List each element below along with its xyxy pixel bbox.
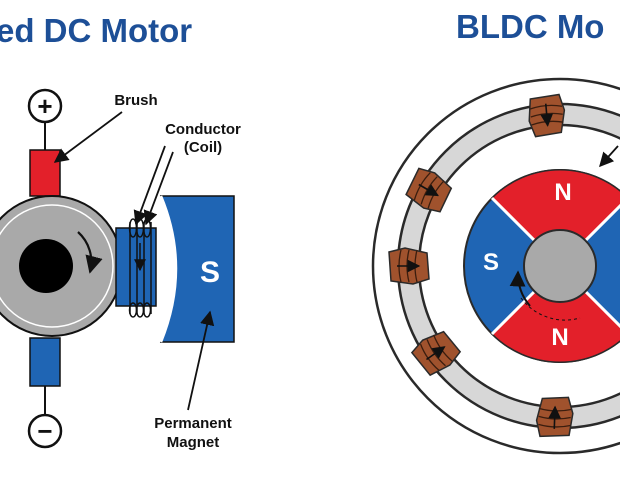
stator-coils — [388, 93, 574, 438]
stator-coil — [528, 93, 566, 138]
permanent-magnet — [159, 195, 235, 343]
positive-sign: + — [37, 91, 52, 121]
negative-terminal: − — [27, 386, 63, 449]
magnet-pointer-arrow — [187, 310, 215, 411]
rotor-shaft — [523, 229, 597, 303]
brush-pointer-arrow — [53, 111, 123, 163]
permanent-label: Permanent — [154, 415, 232, 432]
stator-coil — [388, 247, 430, 285]
rotor-pole-top: N — [554, 179, 571, 206]
conductor-pointer-arrow-2 — [143, 151, 174, 226]
rotor-pole-bottom: N — [551, 324, 568, 351]
bldc-motor: N S N — [371, 77, 620, 455]
rotor-rotation-arrow-icon — [509, 270, 531, 307]
coil-core — [115, 227, 157, 307]
top-brush — [29, 149, 61, 197]
stator-coil — [405, 167, 453, 213]
magnet-pole-label: S — [200, 256, 220, 289]
conductor-label: Conductor — [165, 121, 241, 138]
brushed-dc-motor: + − — [0, 88, 241, 451]
negative-sign: − — [37, 416, 52, 446]
bldc-motor-title: BLDC Mo — [456, 8, 604, 45]
rotor-north-top — [490, 169, 620, 268]
brushed-dc-motor-title: ed DC Motor — [0, 12, 192, 49]
stator-coil — [535, 396, 574, 438]
positive-terminal: + — [27, 88, 63, 150]
rotor-north-bottom — [490, 264, 620, 363]
rotation-arrow-icon — [77, 231, 103, 274]
bottom-brush — [29, 337, 61, 387]
magnet-label: Magnet — [167, 434, 220, 451]
conductor-pointer-arrow-1 — [133, 145, 166, 226]
brush-label: Brush — [114, 92, 157, 109]
stator-coil — [410, 330, 462, 377]
shaft — [19, 239, 73, 293]
rotor: N S N — [463, 169, 620, 363]
coil-label: (Coil) — [184, 139, 222, 156]
stator-pointer-arrow — [599, 145, 619, 168]
rotor-pole-left: S — [483, 249, 499, 276]
